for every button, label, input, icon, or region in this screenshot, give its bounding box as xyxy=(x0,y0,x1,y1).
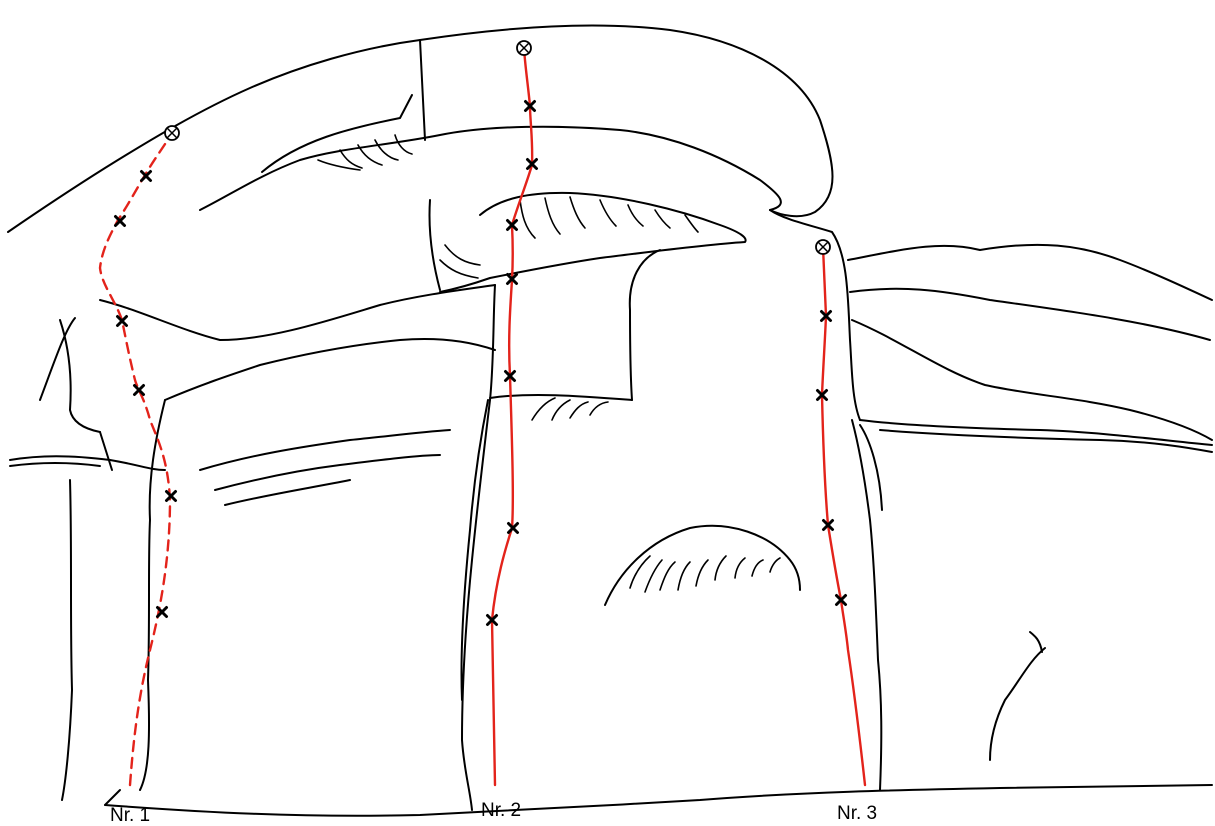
route-2-label: Nr. 2 xyxy=(481,800,521,821)
middle-ledge xyxy=(100,285,495,340)
bolts-layer xyxy=(116,102,846,625)
central-pillar xyxy=(462,285,495,810)
routes-layer xyxy=(100,48,865,785)
route-2-line[interactable] xyxy=(492,48,532,785)
anchor-circle-cross-icon xyxy=(165,126,179,140)
route-1-label: Nr. 1 xyxy=(110,805,150,826)
overhang-roof xyxy=(200,127,781,210)
route-1-line[interactable] xyxy=(100,133,172,785)
overhang-hatching xyxy=(318,135,780,592)
route-3-label: Nr. 3 xyxy=(837,803,877,824)
rock-outline xyxy=(8,25,1212,815)
bolt-cross-icon xyxy=(135,386,144,395)
route-3-line[interactable] xyxy=(822,247,865,785)
right-hills xyxy=(848,245,1212,300)
anchor-circle-cross-icon xyxy=(517,41,531,55)
anchor-circle-cross-icon xyxy=(816,240,830,254)
ground-line xyxy=(105,785,1212,816)
arch-feature xyxy=(605,526,800,605)
anchors-layer xyxy=(165,41,830,254)
